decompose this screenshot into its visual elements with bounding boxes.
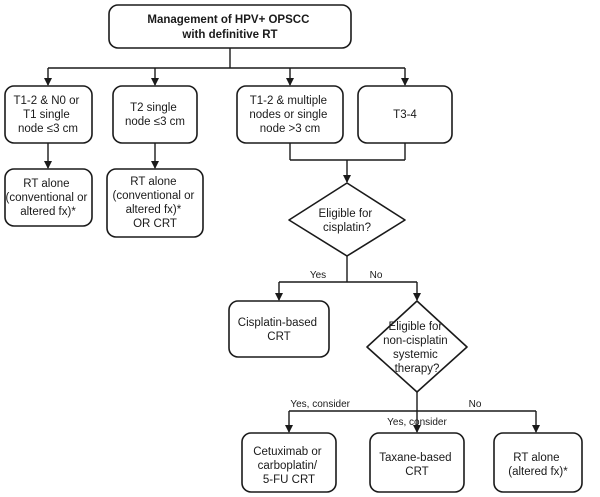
node-rt-alone-crt: RT alone (conventional or altered fx)* O…	[106, 168, 204, 238]
t12-multiple-line-1: T1-2 & multiple	[250, 95, 327, 107]
label-noncis-yes-mid: Yes, consider	[387, 417, 447, 428]
connectors	[44, 48, 540, 433]
node-root: Management of HPV+ OPSCC with definitive…	[108, 4, 352, 49]
eligible-noncis-line-3: systemic	[393, 349, 438, 361]
cisplatin-crt-line-2: CRT	[267, 331, 290, 343]
node-t12-multiple: T1-2 & multiple nodes or single node >3 …	[236, 85, 344, 144]
svg-text:T2 single node ≤3 cm: T2 single node ≤3 cm	[125, 102, 185, 128]
node-rt-alone-altered: RT alone (altered fx)*	[493, 432, 583, 493]
t12-n0-line-2: T1 single	[23, 109, 70, 121]
rt-alone-crt-line-4: OR CRT	[133, 218, 177, 230]
eligible-noncis-line-1: Eligible for	[389, 321, 443, 333]
t34-line-1: T3-4	[393, 109, 417, 121]
t12-multiple-line-2: nodes or single	[249, 109, 327, 121]
t12-multiple-line-3: node >3 cm	[260, 123, 320, 135]
decision-eligible-noncisplatin: Eligible for non-cisplatin systemic ther…	[366, 300, 468, 393]
node-taxane: Taxane-based CRT	[369, 432, 465, 493]
svg-text:RT alone (conventional o: RT alone (conventional or altered fx)*	[5, 178, 90, 218]
svg-text:T1-2 & N0 or T1 single: T1-2 & N0 or T1 single node ≤3 cm	[13, 95, 82, 135]
decision-eligible-cisplatin: Eligible for cisplatin?	[288, 182, 406, 257]
label-noncis-yes-left: Yes, consider	[290, 399, 350, 410]
label-cisplatin-no: No	[370, 270, 383, 281]
eligible-noncis-line-4: therapy?	[395, 363, 440, 375]
svg-text:Taxane-based CRT: Taxane-based CRT	[379, 452, 454, 478]
rt-alone-altered-line-2: (altered fx)*	[508, 466, 568, 478]
svg-text:RT alone (conventional o: RT alone (conventional or altered fx)* O…	[112, 176, 197, 230]
rt-alone-1-line-2: (conventional or	[5, 192, 87, 204]
cetuximab-line-1: Cetuximab or	[253, 446, 322, 458]
t2-single-line-1: T2 single	[130, 102, 177, 114]
node-cetuximab: Cetuximab or carboplatin/ 5-FU CRT	[241, 432, 337, 493]
t12-n0-line-1: T1-2 & N0 or	[13, 95, 79, 107]
rt-alone-1-line-1: RT alone	[23, 178, 69, 190]
svg-text:T3-4: T3-4	[393, 109, 417, 121]
edge-labels: Yes No Yes, consider Yes, consider No	[290, 270, 481, 428]
cetuximab-line-2: carboplatin/	[258, 460, 318, 472]
root-line-2: with definitive RT	[181, 29, 277, 41]
node-cisplatin-crt: Cisplatin-based CRT	[228, 300, 330, 358]
svg-text:Eligible for cisplatin?: Eligible for cisplatin?	[319, 208, 376, 234]
taxane-line-1: Taxane-based	[379, 452, 451, 464]
svg-text:Management of HPV+ OPSCC: Management of HPV+ OPSCC with definitive…	[147, 14, 312, 41]
label-cisplatin-yes: Yes	[310, 270, 326, 281]
svg-text:Eligible for non-cisplat: Eligible for non-cisplatin systemic ther…	[383, 321, 451, 375]
rt-alone-crt-line-3: altered fx)*	[126, 204, 182, 216]
eligible-noncis-line-2: non-cisplatin	[383, 335, 448, 347]
rt-alone-1-line-3: altered fx)*	[20, 206, 76, 218]
node-rt-alone-1: RT alone (conventional or altered fx)*	[4, 168, 93, 227]
svg-text:Cetuximab or carboplatin: Cetuximab or carboplatin/ 5-FU CRT	[253, 446, 325, 486]
svg-text:RT alone (altered fx)*: RT alone (altered fx)*	[508, 452, 568, 478]
t12-n0-line-3: node ≤3 cm	[18, 123, 78, 135]
svg-text:T1-2 & multiple nodes or: T1-2 & multiple nodes or single node >3 …	[249, 95, 330, 135]
eligible-cisplatin-line-1: Eligible for	[319, 208, 373, 220]
root-line-1: Management of HPV+ OPSCC	[147, 14, 309, 26]
rt-alone-altered-line-1: RT alone	[513, 452, 559, 464]
svg-text:Cisplatin-based CRT: Cisplatin-based CRT	[238, 317, 320, 343]
node-t34: T3-4	[357, 85, 453, 144]
taxane-line-2: CRT	[405, 466, 428, 478]
t2-single-line-2: node ≤3 cm	[125, 116, 185, 128]
rt-alone-crt-line-1: RT alone	[130, 176, 176, 188]
eligible-cisplatin-line-2: cisplatin?	[323, 222, 371, 234]
label-noncis-no: No	[469, 399, 482, 410]
node-t12-n0: T1-2 & N0 or T1 single node ≤3 cm	[4, 85, 93, 144]
node-t2-single: T2 single node ≤3 cm	[112, 85, 198, 144]
rt-alone-crt-line-2: (conventional or	[112, 190, 194, 202]
cetuximab-line-3: 5-FU CRT	[263, 474, 315, 486]
cisplatin-crt-line-1: Cisplatin-based	[238, 317, 317, 329]
